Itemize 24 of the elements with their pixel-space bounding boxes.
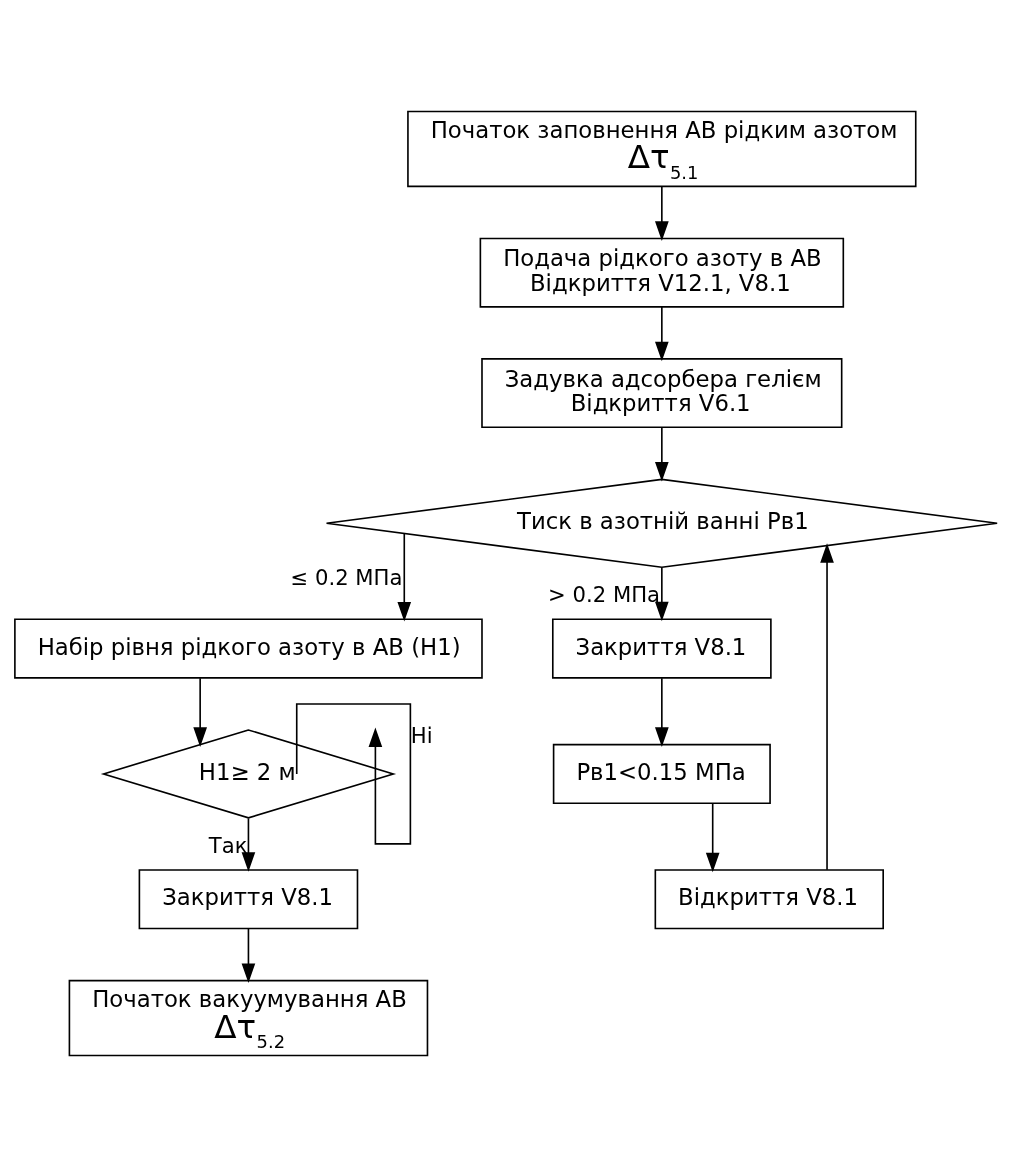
arrow — [820, 542, 834, 871]
arrow — [655, 305, 669, 361]
arrow — [655, 677, 669, 747]
node-box: Закриття V8.1 — [138, 868, 359, 929]
arrow — [655, 566, 669, 621]
arrow — [655, 425, 669, 481]
node-box: Рв1<0.15 МПа — [552, 743, 771, 804]
arrow — [397, 532, 412, 621]
node-box: Початок вакуумування АВ Δτ$_{5.2}$ — [68, 979, 429, 1056]
node-box: Відкриття V8.1 — [654, 868, 884, 929]
node-diamond: Тиск в азотній ванні Рв1 — [325, 478, 998, 568]
node-box: Подача рідкого азоту в АВ Відкриття V12.1, V8.1 — [479, 237, 845, 308]
node-box: Початок заповнення АВ рідким азотом Δτ$_{5.1}$ — [407, 110, 917, 187]
node-box: Задувка адсорбера гелієм Відкриття V6.1 — [481, 357, 843, 428]
arrow — [241, 927, 256, 983]
arrow — [705, 802, 720, 872]
node-box: Набір рівня рідкого азоту в АВ (Н1) — [14, 618, 483, 679]
edge-label: > 0.2 МПа — [548, 581, 660, 607]
arrow — [193, 677, 207, 747]
arrow — [241, 817, 256, 872]
edge-label: Так — [208, 832, 248, 858]
edge-label: Ні — [410, 722, 433, 748]
node-box: Закриття V8.1 — [551, 618, 772, 679]
arrow — [655, 185, 669, 241]
